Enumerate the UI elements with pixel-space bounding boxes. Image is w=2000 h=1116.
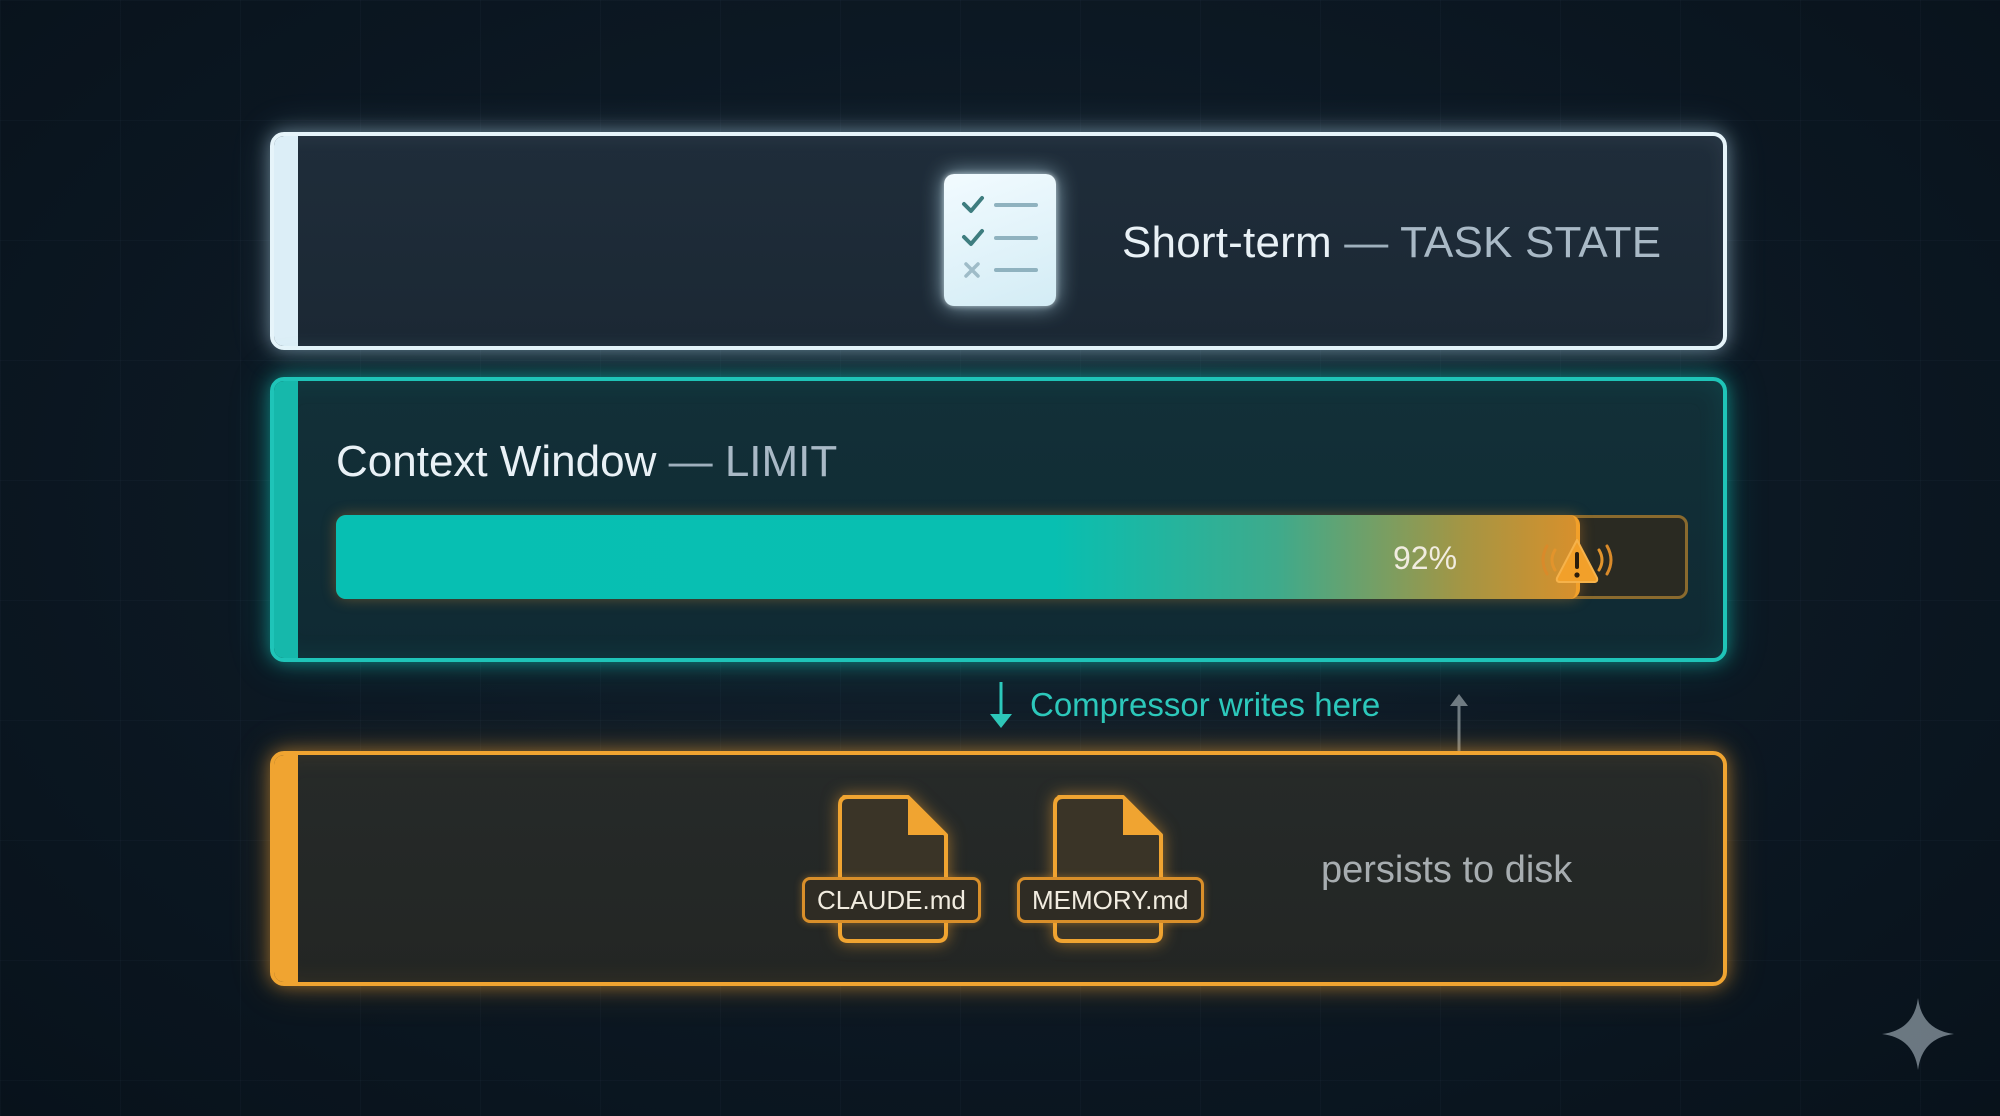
file-claude-md[interactable]: CLAUDE.md (802, 793, 992, 953)
memory-files-panel: CLAUDE.md MEMORY.md persists to disk (270, 751, 1727, 986)
persist-label: persists to disk (1321, 849, 1573, 891)
warning-triangle-icon (1541, 539, 1613, 583)
short-term-accent-bar (274, 136, 298, 346)
short-term-heading: Short-term — TASK STATE (1122, 218, 1661, 268)
short-term-title: Short-term (1122, 218, 1332, 267)
context-window-accent-bar (274, 381, 298, 658)
context-window-separator: — (668, 437, 713, 486)
checklist-icon (944, 174, 1056, 306)
short-term-panel: Short-term — TASK STATE (270, 132, 1727, 350)
file-name-label: MEMORY.md (1017, 877, 1204, 923)
context-window-title: Context Window (336, 437, 657, 486)
context-usage-fill (336, 515, 1580, 599)
context-window-heading: Context Window — LIMIT (336, 437, 837, 487)
file-name-label: CLAUDE.md (802, 877, 981, 923)
short-term-tag: TASK STATE (1400, 218, 1662, 267)
context-window-panel: Context Window — LIMIT 92% (270, 377, 1727, 662)
file-memory-md[interactable]: MEMORY.md (1017, 793, 1207, 953)
memory-files-accent-bar (274, 755, 298, 982)
sparkle-icon (1882, 998, 1954, 1070)
context-usage-label: 92% (1393, 540, 1458, 576)
compressor-label: Compressor writes here (1030, 686, 1381, 723)
context-window-tag: LIMIT (724, 437, 838, 486)
short-term-separator: — (1344, 218, 1389, 267)
down-arrow-icon (990, 682, 1012, 728)
context-usage-bar: 92% (336, 515, 1688, 599)
